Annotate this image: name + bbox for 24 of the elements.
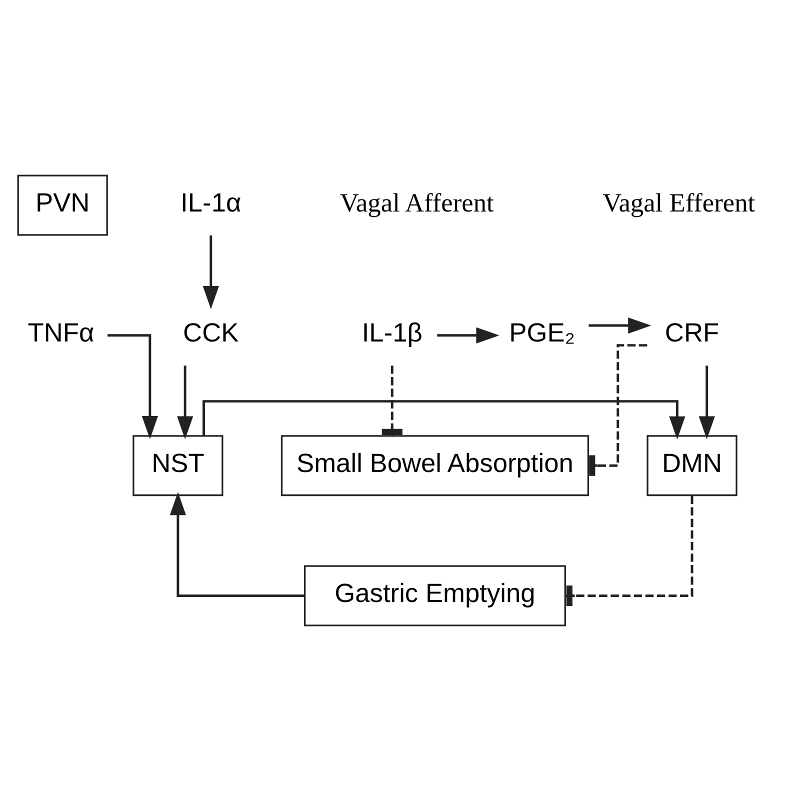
node-box: NST xyxy=(132,435,224,496)
node-text: IL-1β xyxy=(362,318,422,348)
connector xyxy=(382,366,402,436)
arrow xyxy=(170,492,304,597)
node-text: CRF xyxy=(664,318,720,348)
arrow xyxy=(437,327,500,344)
arrow xyxy=(588,317,652,334)
node-text: TNFα xyxy=(28,318,94,348)
arrow xyxy=(108,334,158,440)
node-box: Gastric Emptying xyxy=(304,565,566,626)
arrow xyxy=(177,366,194,440)
node-box: DMN xyxy=(646,435,738,496)
label: Vagal Afferent xyxy=(340,188,494,218)
label: Vagal Efferent xyxy=(602,188,756,218)
connector xyxy=(588,344,648,476)
arrow xyxy=(698,366,715,440)
node-text: IL-1α xyxy=(180,188,242,218)
node-box: PVN xyxy=(17,174,108,236)
arrow xyxy=(202,400,686,440)
node-text: CCK xyxy=(183,318,239,348)
node-box: Small Bowel Absorption xyxy=(280,435,590,496)
connector xyxy=(566,496,694,606)
arrow xyxy=(202,235,219,310)
node-text: PGE₂ xyxy=(509,318,576,348)
